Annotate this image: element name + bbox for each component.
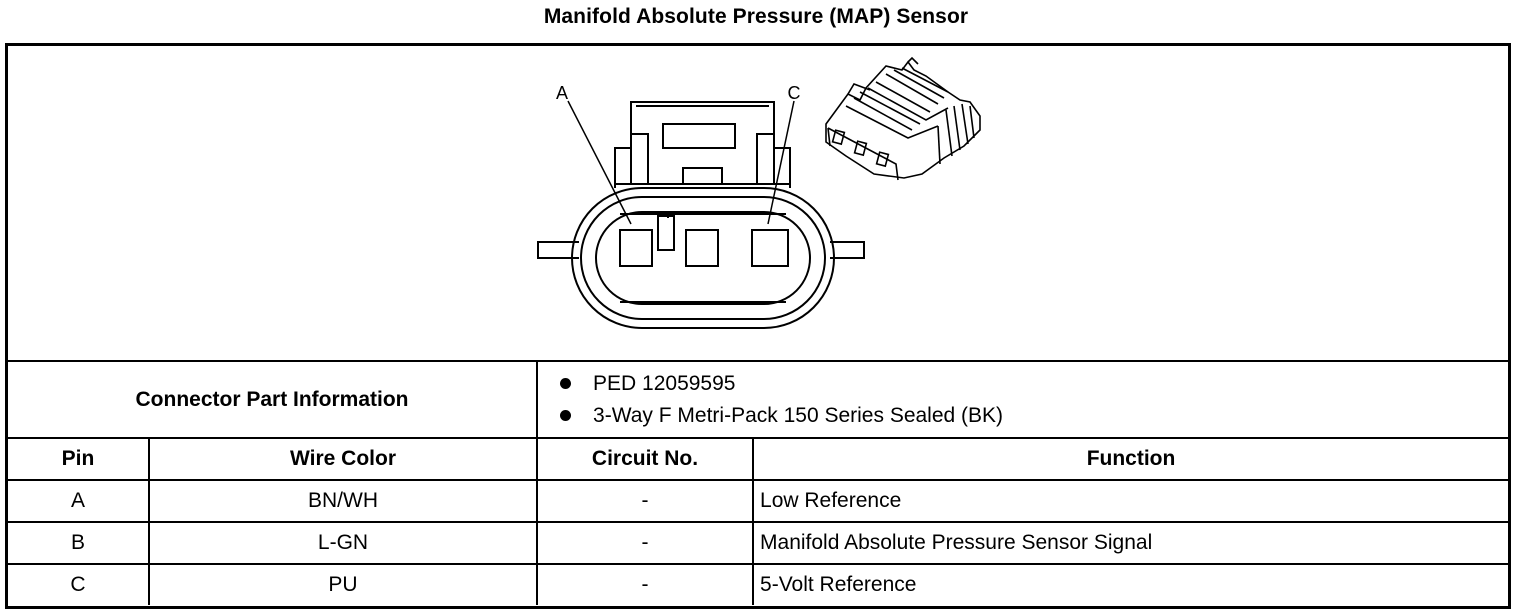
function-cell: Low Reference <box>752 479 1509 523</box>
pin-cell: C <box>8 563 150 605</box>
connector-housing-top <box>614 101 791 188</box>
wire-color-cell: PU <box>147 563 539 605</box>
wire-color-cell: L-GN <box>147 521 539 565</box>
connector-diagram-area: A C <box>8 46 1508 360</box>
connector-oval-body <box>571 187 835 329</box>
circuit-cell: - <box>536 563 755 605</box>
connector-diagram: A C <box>537 56 981 329</box>
leader-line-a <box>567 100 632 225</box>
connector-ear-right <box>830 241 865 259</box>
connector-part-info-list: PED 12059595 3-Way F Metri-Pack 150 Seri… <box>536 360 1509 439</box>
table-row: C PU - 5-Volt Reference <box>8 563 1509 605</box>
connector-description-text: 3-Way F Metri-Pack 150 Series Sealed (BK… <box>593 403 1004 427</box>
function-cell: 5-Volt Reference <box>752 563 1509 605</box>
function-cell: Manifold Absolute Pressure Sensor Signal <box>752 521 1509 565</box>
pin-cell: B <box>8 521 150 565</box>
page-title: Manifold Absolute Pressure (MAP) Sensor <box>543 5 969 28</box>
callout-a: A <box>556 83 568 103</box>
callout-c: C <box>788 83 801 103</box>
terminal-cavity-c <box>751 229 789 267</box>
connector-info-table: Connector Part Information PED 12059595 … <box>8 360 1509 605</box>
terminal-cavity-b <box>685 229 719 267</box>
pin-cell: A <box>8 479 150 523</box>
connector-frame: A C <box>5 43 1511 609</box>
connector-part-info-item: 3-Way F Metri-Pack 150 Series Sealed (BK… <box>560 400 1508 432</box>
circuit-cell: - <box>536 521 755 565</box>
header-pin: Pin <box>8 437 150 481</box>
connector-ear-left <box>537 241 579 259</box>
table-header-row: Pin Wire Color Circuit No. Function <box>8 437 1509 481</box>
polarization-key <box>657 215 675 251</box>
header-wire-color: Wire Color <box>147 437 539 481</box>
table-row: B L-GN - Manifold Absolute Pressure Sens… <box>8 521 1509 565</box>
connector-part-info-label: Connector Part Information <box>8 360 539 439</box>
header-circuit-no: Circuit No. <box>536 437 755 481</box>
leader-line-c <box>767 100 795 225</box>
bullet-icon <box>560 378 572 389</box>
connector-3d-thumbnail <box>825 56 981 181</box>
connector-part-info-item: PED 12059595 <box>560 368 1508 400</box>
terminal-cavity-a <box>619 229 653 267</box>
header-function: Function <box>752 437 1509 481</box>
bullet-icon <box>560 410 572 421</box>
connector-part-info-row: Connector Part Information PED 12059595 … <box>8 360 1509 439</box>
table-row: A BN/WH - Low Reference <box>8 479 1509 523</box>
wire-color-cell: BN/WH <box>147 479 539 523</box>
part-number-text: PED 12059595 <box>593 371 736 395</box>
circuit-cell: - <box>536 479 755 523</box>
